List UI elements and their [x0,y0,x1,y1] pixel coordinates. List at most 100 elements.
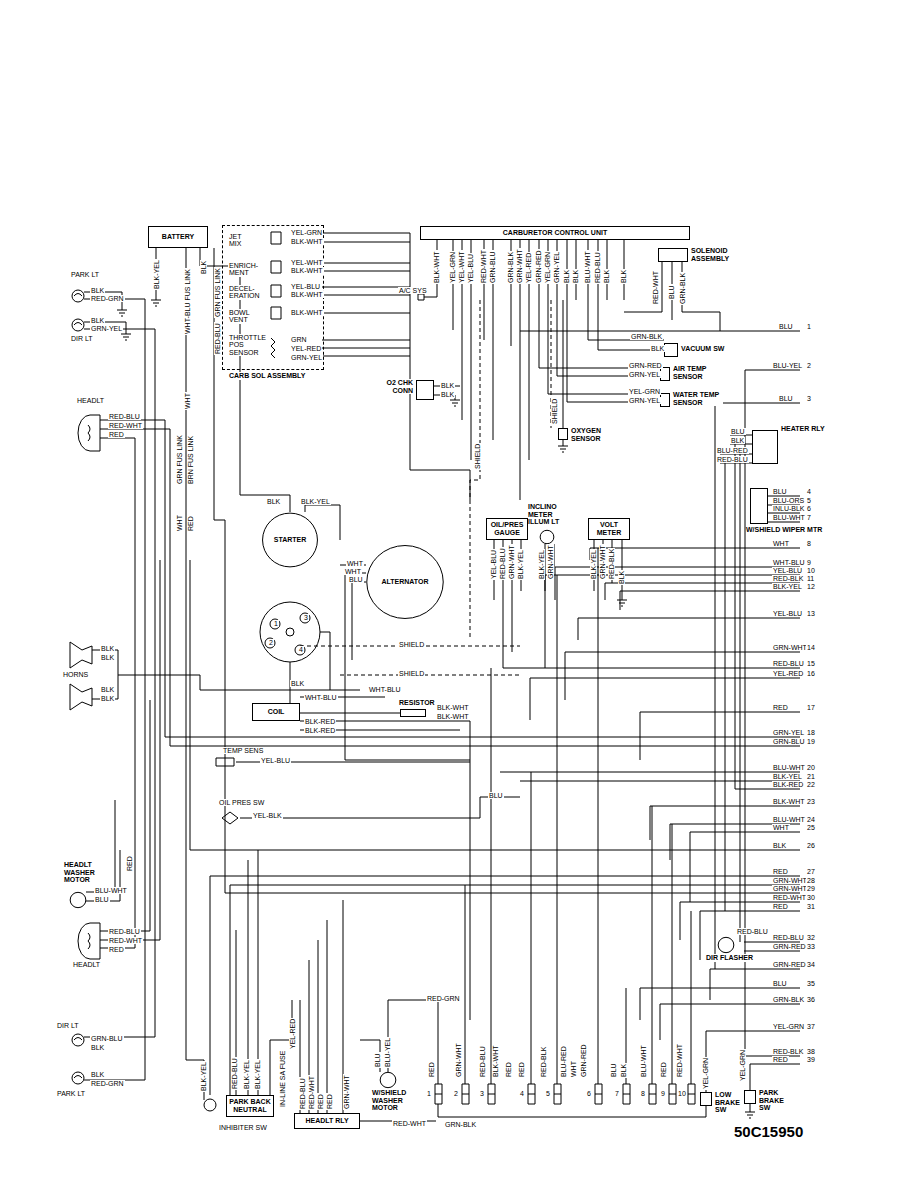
callout-number: 6 [586,1090,592,1097]
wire-label: RED-BLU [716,456,749,463]
callout-number: 9 [660,1090,666,1097]
wire-label: BLU-WHT [772,816,806,823]
wire-label: BLU [772,488,788,495]
component-label: W/SHIELD WIPER MTR [746,526,822,534]
wire-label: GRN-RED [772,961,807,968]
component-circle: W/SHIELD WASHER MOTOR [380,1072,396,1088]
wire-label: BLK-YEL [590,549,597,580]
wire-label: GRN-YEL [90,325,123,332]
callout-number: 33 [806,943,816,950]
wire-label: BLK-WHT [436,713,470,720]
wire-label: WHT [176,514,183,532]
wire-label: BLU-WHT [94,887,128,894]
wire-label: BLK-WHT [436,704,470,711]
component-label: BATTERY [162,233,194,241]
wire-label: GRN-YEL [772,729,805,736]
callout-number: 31 [806,903,816,910]
component-box: PARK BACK NEUTRAL [226,1095,274,1117]
wire-label: RED-GRN [426,995,461,1002]
wire-label: YEL-GRN [739,1049,746,1082]
wire-label: BLK-RED [304,727,336,734]
circle-shape [263,513,318,567]
wire-label: BLU-WHT [640,1044,647,1078]
wire-label: BLU-WHT [772,514,806,521]
component-box: VACUUM SW [664,343,678,357]
callout-number: 1 [273,620,279,627]
wire-label: YEL-WHT [458,251,465,285]
wire-label: YEL-WHT [290,259,324,266]
connector-symbols [204,1084,695,1111]
wire-label: BLU [778,395,794,402]
wire-label: YEL-RED [525,252,532,284]
callout-number: 7 [806,514,812,521]
wire-label: RED-BLK [772,575,804,582]
wire-label: RED-BLK [608,548,615,580]
component-label: AIR TEMP SENSOR [673,365,713,380]
component-label: ALTERNATOR [381,578,428,586]
component-box: LOW BRAKE SW [700,1092,712,1106]
wire-label: RED [772,1056,789,1063]
wire-label: BLK [620,269,627,284]
circle-shape [70,892,86,907]
component-box: HEATER RLY [752,430,778,464]
callout-number: 4 [519,1090,525,1097]
wire-label: GRN-WHT [772,877,808,884]
component-label: LOW BRAKE SW [715,1091,743,1114]
wire-label: RED-BLU [594,251,601,284]
wire-label: WHT-BLU [368,686,402,693]
callout-number: 5 [806,497,812,504]
wire-label: BLK-YEL [243,1059,250,1090]
wire-label: YEL-GRN [702,1057,709,1090]
wire-label: RED [126,855,133,872]
wire-label: WHT [772,824,790,831]
callout-number: 17 [806,704,816,711]
wire-label: WHT [570,1060,577,1078]
circle-outline [70,892,86,908]
wire-label: BLK-YEL [200,1061,207,1092]
wire-label: WHT [346,560,364,567]
wire-label: YEL-BLU [772,610,803,617]
wire-label: BLU [488,792,504,799]
wire-label: BLK-RED [304,718,336,725]
wire-label: WHT-BLU FUS LINK [184,268,191,335]
component-box: PARK BRAKE SW [744,1090,756,1104]
wire-label: RED-BLU [299,1077,306,1110]
wire-label: BLU-RED [560,1045,567,1078]
wire-label: YEL-RED [290,345,322,352]
wire-label: GRN-WHT [455,1042,462,1078]
wire-label: BLK [650,345,665,352]
wire-label: GRN FUS LINK [214,267,221,318]
callout-number: 7 [614,1090,620,1097]
callout-number: 23 [806,798,816,805]
wire-label: RED-BLK [772,1048,804,1055]
component-box: WATER TEMP SENSOR [660,393,670,407]
component-box: OIL/PRES GAUGE [486,518,528,540]
callout-number: 2 [453,1090,459,1097]
wire-label: JET MIX [228,233,254,248]
wire-label: GRN-BLU [772,738,806,745]
wire-label: RED [772,903,789,910]
wire-label: GRN-BLK [630,333,663,340]
component-label: VOLT METER [591,521,627,536]
wire-label: WHT [184,392,191,410]
wire-label: RED [660,1061,667,1078]
wire-label: HEADLT [76,397,105,404]
callout-number: 18 [806,729,816,736]
component-label: STARTER [274,536,307,544]
wire-label: BLK [772,842,787,849]
circle-shape [718,937,734,952]
circle-shape [367,546,443,619]
callout-number: 6 [806,505,812,512]
component-label: SOLENOID ASSEMBLY [691,247,741,262]
wire-label: GRN-BLU [489,250,496,284]
wire-label: BLU [610,1062,617,1078]
wire-label: BLK-YEL [772,583,803,590]
wire-label: YEL-BLU [772,567,803,574]
callout-number: 3 [806,395,812,402]
component-box: CARBURETOR CONTROL UNIT [420,226,690,240]
callout-number: 27 [806,868,816,875]
component-label: WATER TEMP SENSOR [673,391,723,406]
component-label: CARB SOL ASSEMBLY [229,372,305,380]
